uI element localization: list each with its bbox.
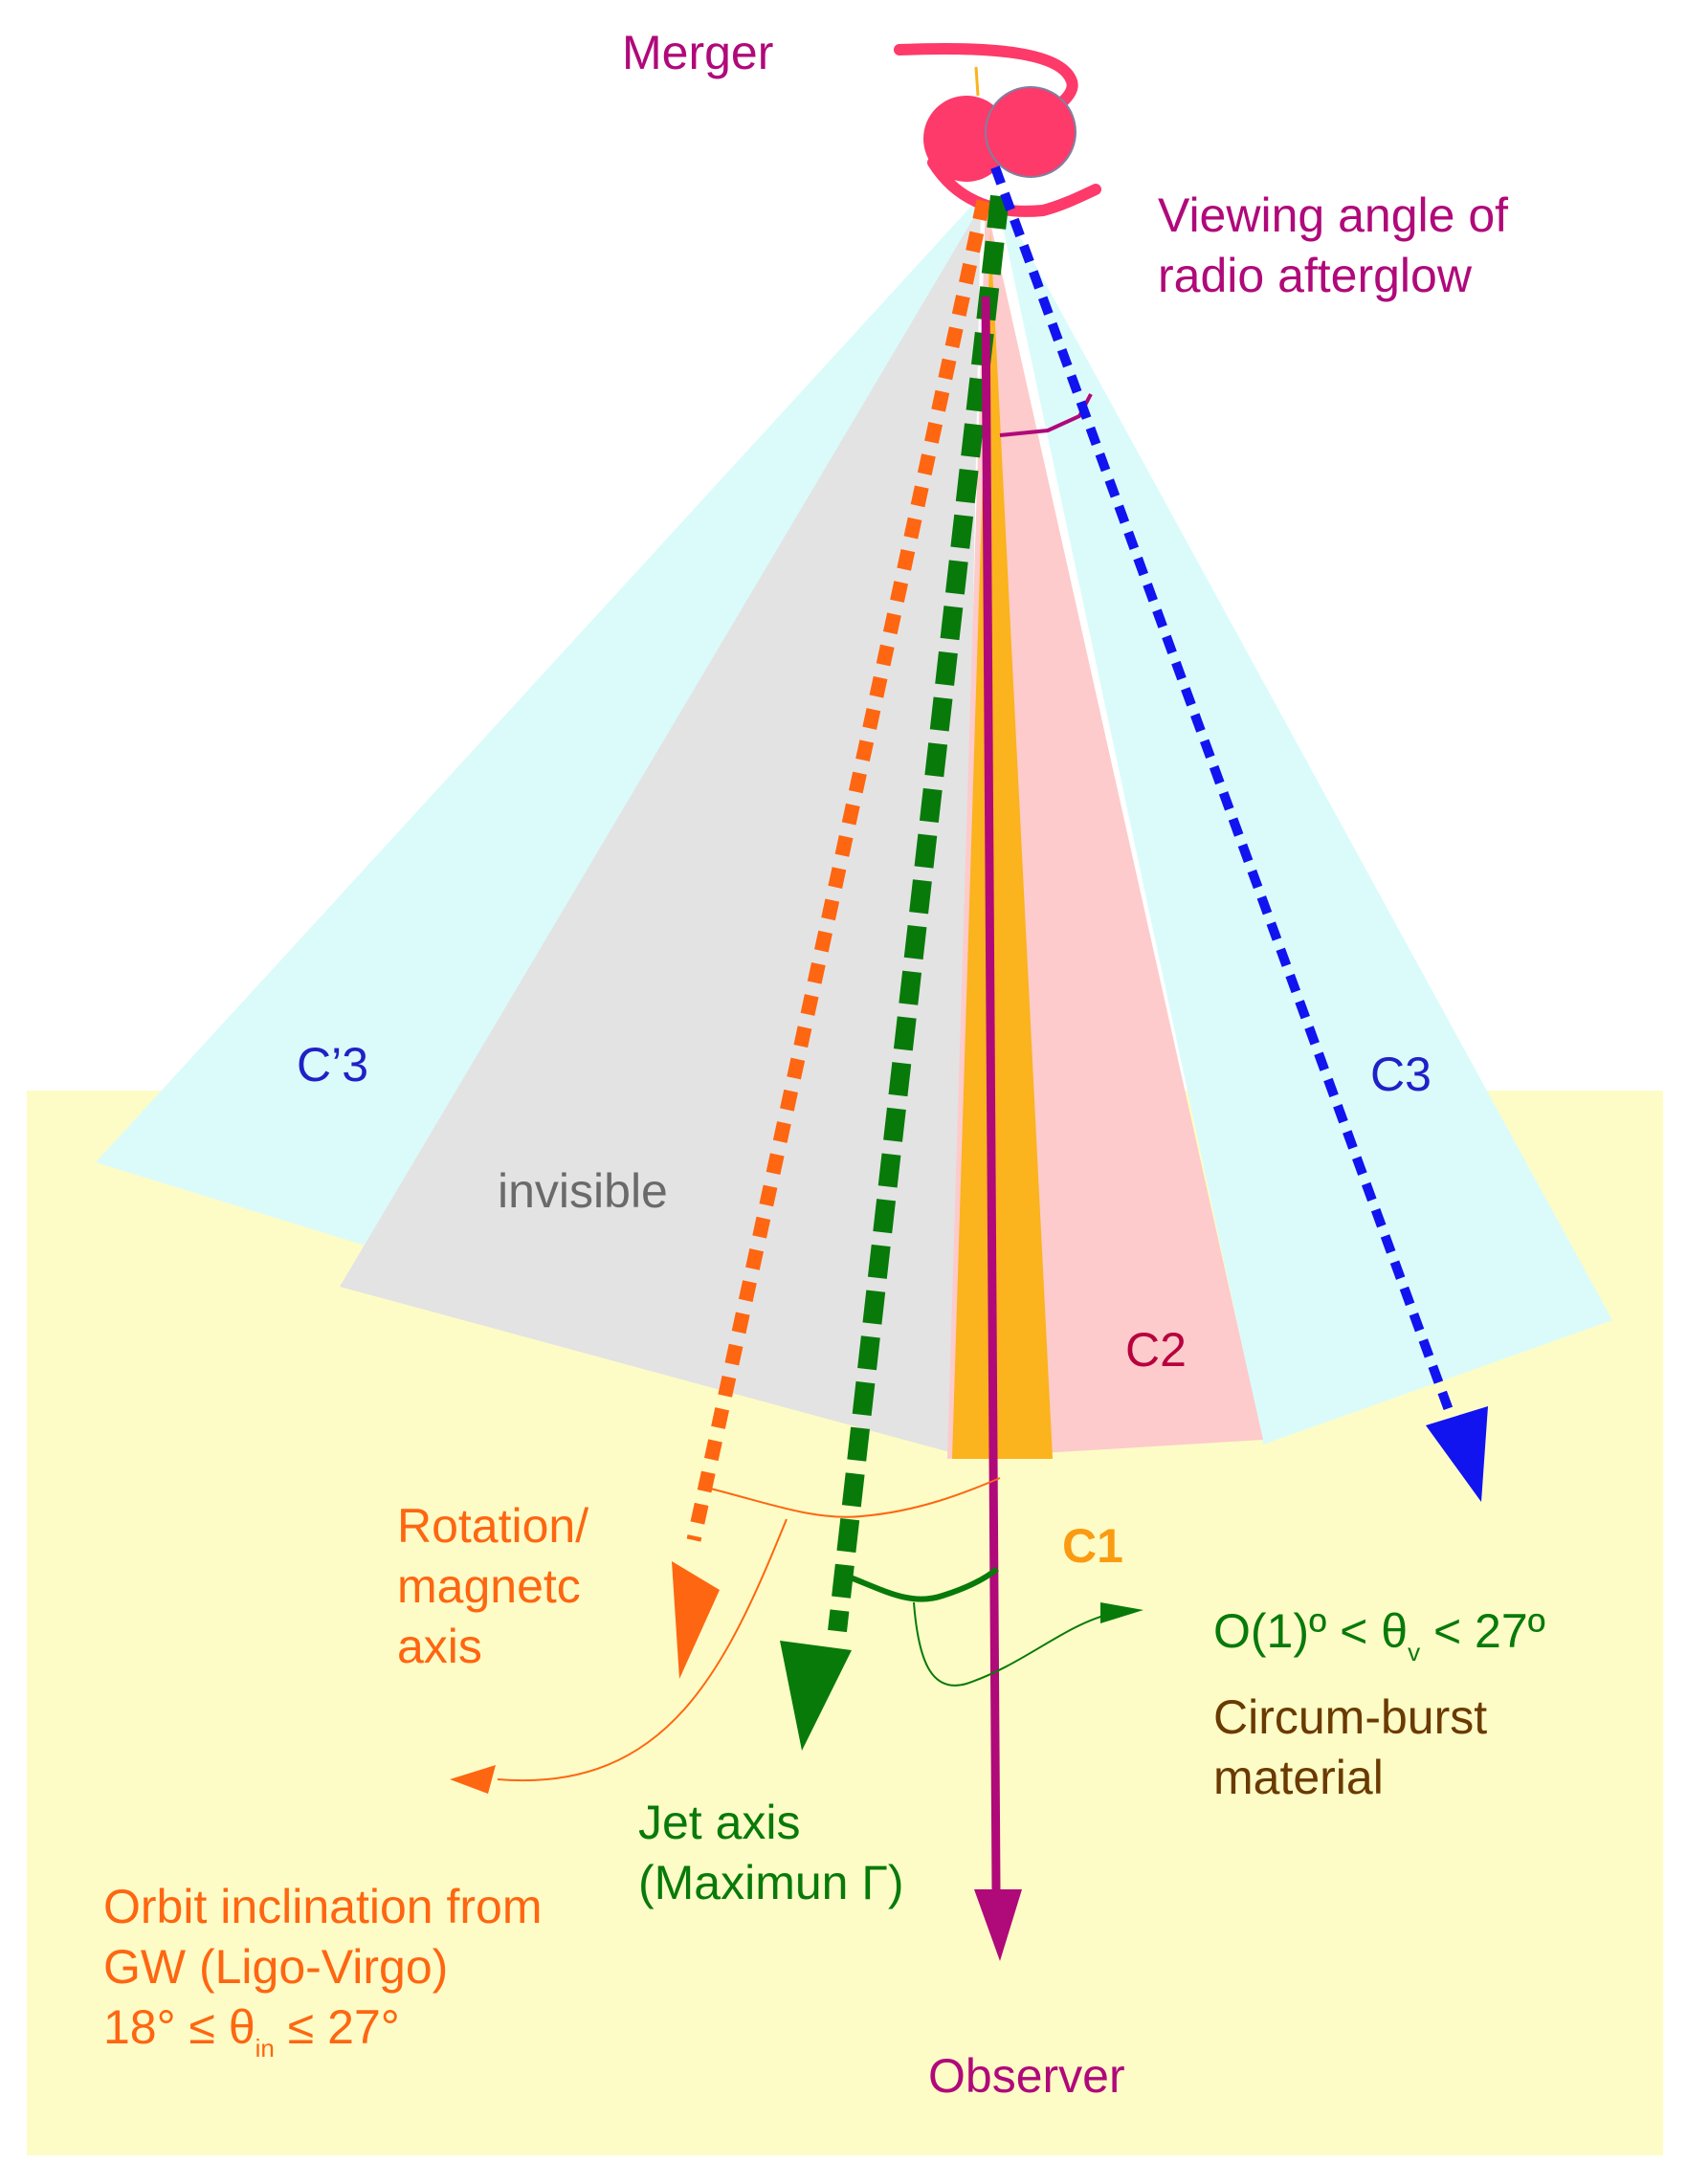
label-c1: C1: [1062, 1519, 1123, 1573]
label-circum-burst-2: material: [1213, 1751, 1384, 1804]
label-invisible: invisible: [498, 1164, 668, 1218]
c3-edge-arrowhead: [1426, 1406, 1488, 1502]
jet-axis-arrowhead: [780, 1641, 852, 1751]
observer-arrowhead: [974, 1889, 1022, 1961]
cone-invisible: [340, 206, 981, 1454]
theta-v-leader-arrowhead: [1100, 1602, 1143, 1623]
inclination-leader-arrowhead: [450, 1765, 496, 1794]
merger-orbit-arc-bottom: [927, 157, 1101, 217]
label-jet-axis-2: (Maximun Γ): [638, 1856, 904, 1909]
label-orbit-1: Orbit inclination from: [103, 1880, 543, 1933]
observer-line: [981, 296, 1001, 1890]
merger-binary: [894, 43, 1101, 217]
label-viewing-angle-1: Viewing angle of: [1158, 188, 1508, 242]
jet-axis-line: [828, 194, 1010, 1633]
inclination-leader: [497, 1518, 788, 1782]
label-observer: Observer: [928, 2049, 1125, 2103]
label-c3-prime: C’3: [297, 1038, 368, 1092]
label-rotation-3: axis: [397, 1620, 482, 1673]
theta-v-arc: [838, 1566, 999, 1602]
label-orbit-3: 18° ≤ θin ≤ 27°: [103, 2000, 400, 2063]
label-c2: C2: [1125, 1323, 1187, 1377]
merger-stem: [974, 66, 980, 97]
label-circum-burst-1: Circum-burst: [1213, 1690, 1487, 1744]
theta-v-leader: [913, 1601, 1111, 1687]
inclination-angle-arc: [705, 1477, 1001, 1518]
c3-edge-line: [990, 165, 1457, 1423]
label-rotation-1: Rotation/: [397, 1499, 588, 1553]
merger-star-right: [985, 86, 1077, 178]
label-merger: Merger: [622, 26, 773, 79]
rotation-axis-arrowhead: [672, 1561, 720, 1679]
cone-c1: [952, 230, 1053, 1459]
label-rotation-2: magnetc: [397, 1559, 581, 1613]
label-viewing-angle-2: radio afterglow: [1158, 249, 1473, 302]
cone-c3: [995, 191, 1612, 1445]
label-orbit-2: GW (Ligo-Virgo): [103, 1940, 448, 1994]
rotation-axis-line: [686, 199, 991, 1542]
label-theta-v: O(1)º < θv < 27º: [1213, 1604, 1545, 1666]
label-jet-axis-1: Jet axis: [638, 1796, 801, 1849]
label-c3: C3: [1370, 1048, 1432, 1101]
